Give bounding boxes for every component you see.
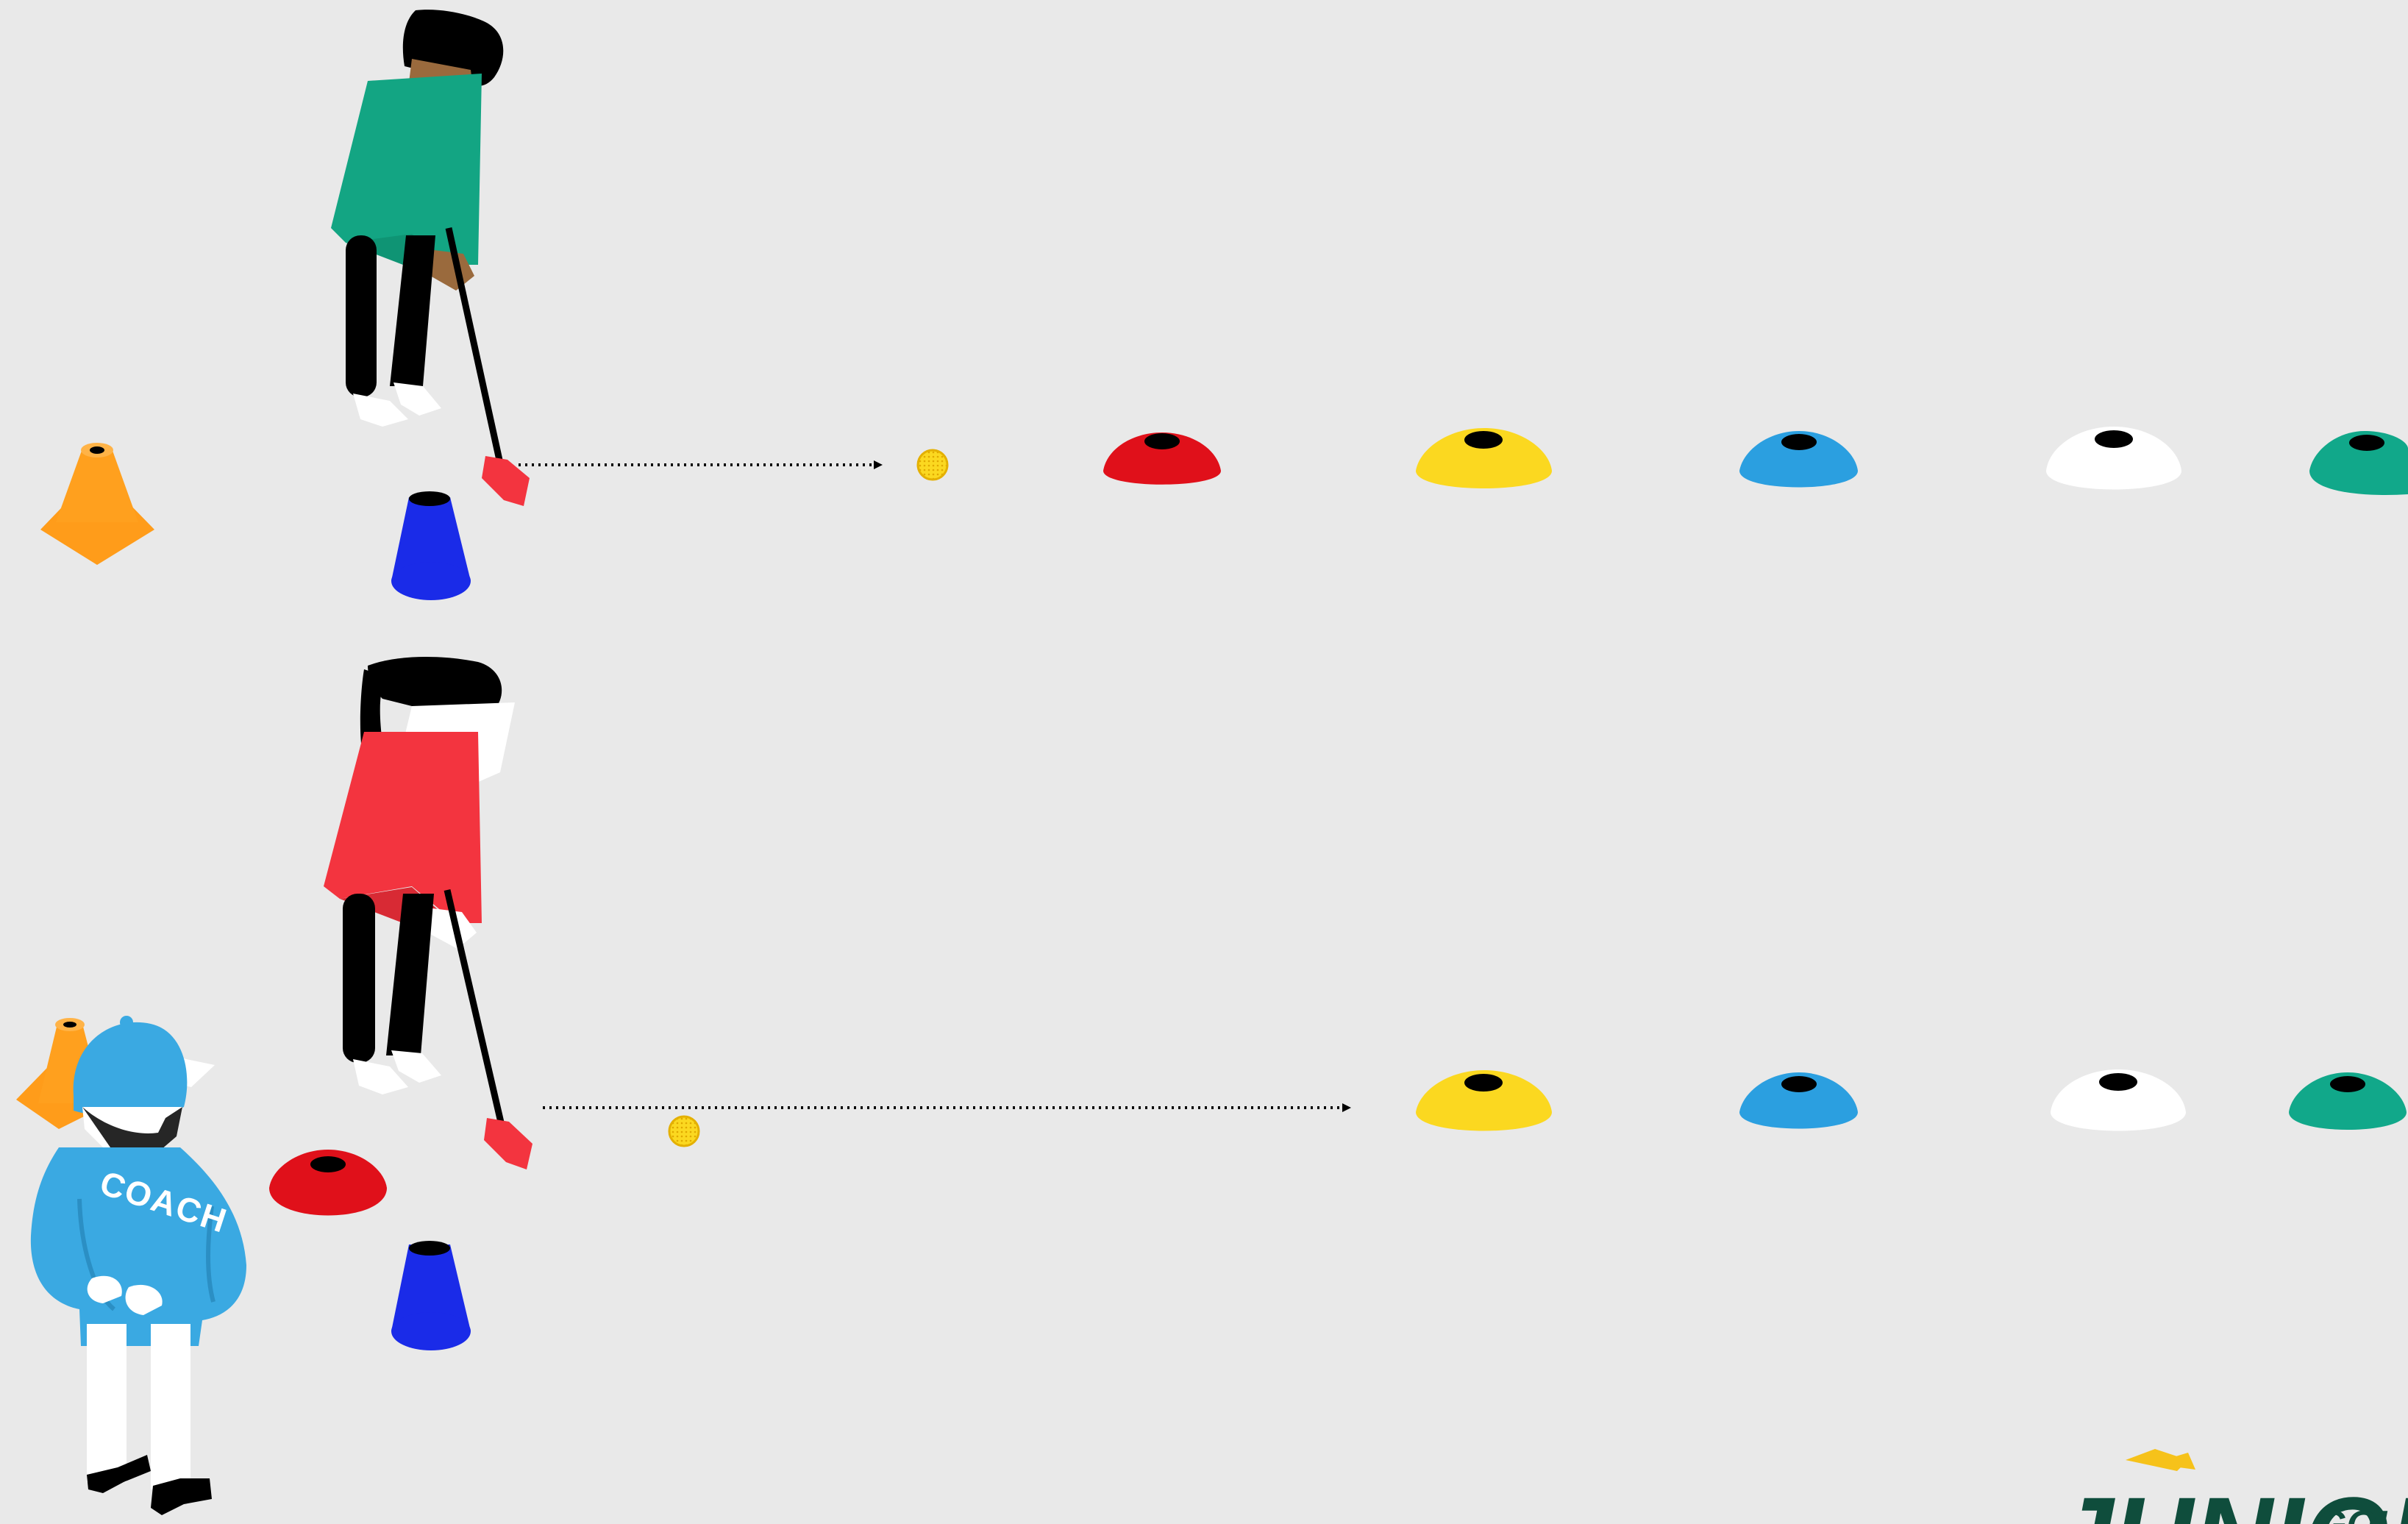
logo-suffix: GOLF	[2317, 1503, 2408, 1524]
golf-ball-1	[918, 450, 947, 480]
golf-ball-2	[669, 1117, 699, 1146]
